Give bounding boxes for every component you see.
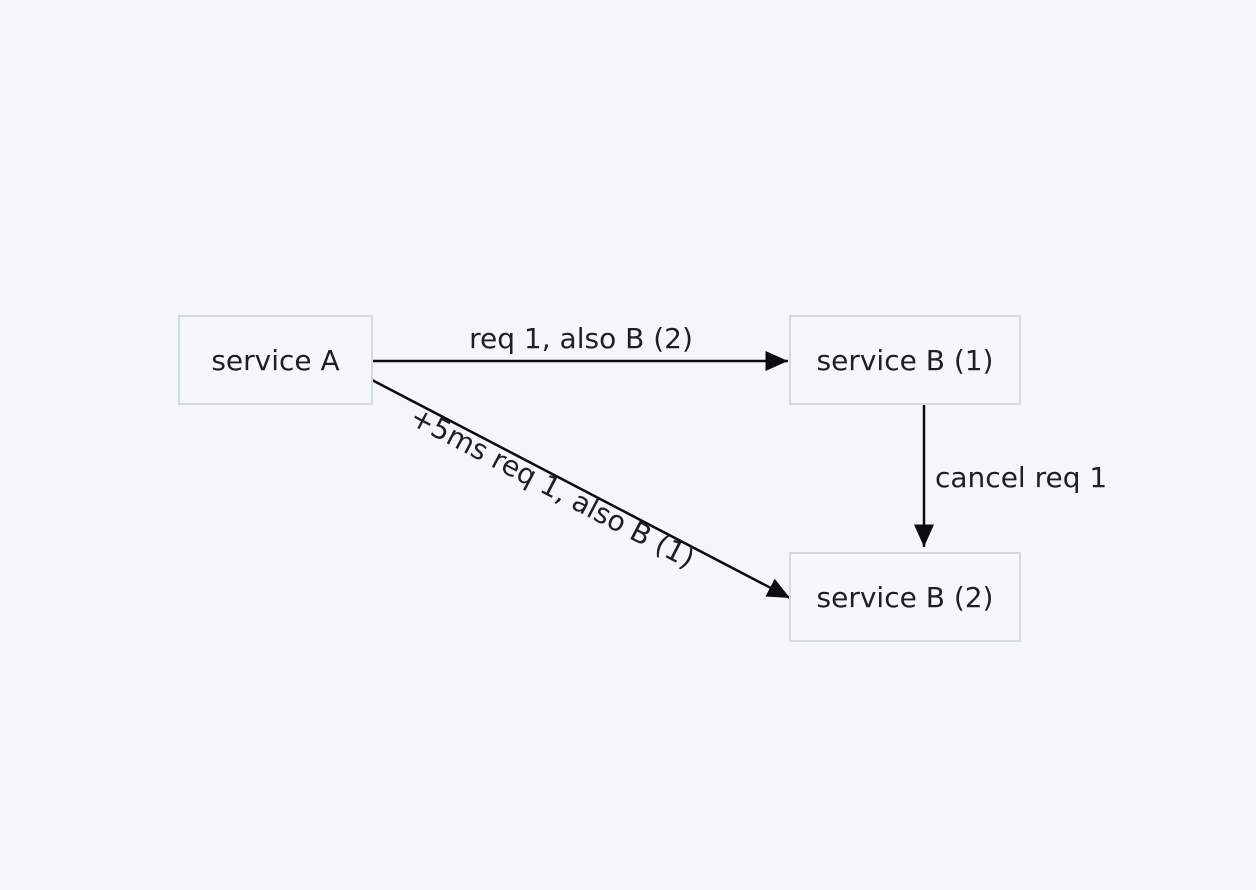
node-box-service-b2 — [789, 552, 1021, 642]
node-label-service-b1: service B (1) — [817, 344, 994, 377]
node-service-b2: service B (2) — [789, 552, 1021, 642]
edge-label-a-to-b1: req 1, also B (2) — [469, 322, 693, 355]
node-box-service-a — [178, 315, 373, 405]
edge-a-to-b1: req 1, also B (2) — [372, 322, 788, 371]
node-label-service-b2: service B (2) — [817, 581, 994, 614]
edge-b1-to-b2: cancel req 1 — [914, 405, 1107, 547]
edge-a-to-b2: +5ms req 1, also B (1) — [371, 378, 791, 600]
node-service-b1: service B (1) — [789, 315, 1021, 405]
node-label-service-a: service A — [211, 344, 339, 377]
edge-label-b1-to-b2: cancel req 1 — [935, 461, 1107, 494]
node-box-service-b1 — [789, 315, 1021, 405]
edge-label-a-to-b2: +5ms req 1, also B (1) — [405, 400, 700, 575]
arrow-a-to-b2 — [371, 378, 791, 600]
node-service-a: service A — [178, 315, 373, 405]
